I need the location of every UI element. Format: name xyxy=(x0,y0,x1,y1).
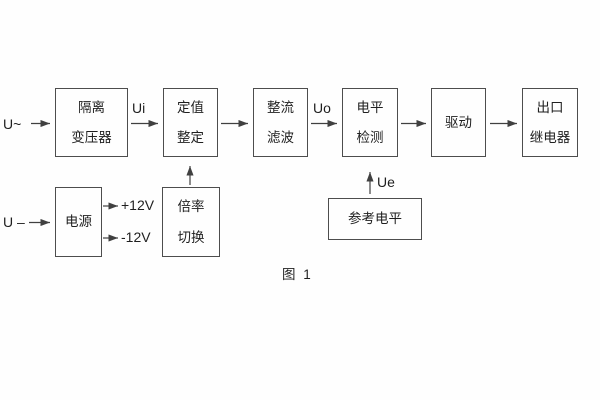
block-reference-level: 参考电平 xyxy=(328,198,422,240)
figure-caption: 图 1 xyxy=(282,267,313,282)
label-signal-ui: Ui xyxy=(132,100,146,116)
label-signal-ue: Ue xyxy=(377,174,395,190)
block-label: 电源 xyxy=(65,214,92,230)
block-rectifier-filter: 整流 滤波 xyxy=(253,88,308,157)
label-signal-uo: Uo xyxy=(313,100,331,116)
block-label: 继电器 xyxy=(529,130,571,145)
block-label: 出口 xyxy=(536,99,564,115)
block-label: 整定 xyxy=(177,130,204,145)
block-label: 隔离 xyxy=(78,99,105,115)
block-label: 检测 xyxy=(356,130,384,145)
block-ratio-switch: 倍率 切换 xyxy=(162,187,220,257)
block-label: 切换 xyxy=(177,229,205,245)
label-ac-input: U~ xyxy=(3,116,22,132)
label-minus-12v: -12V xyxy=(121,229,151,245)
label-dc-input: U – xyxy=(3,214,25,230)
label-plus-12v: +12V xyxy=(121,197,155,213)
block-output-relay: 出口 继电器 xyxy=(522,88,578,157)
block-isolation-transformer: 隔离 变压器 xyxy=(55,88,128,157)
block-drive: 驱动 xyxy=(431,88,486,157)
block-label: 倍率 xyxy=(177,199,205,214)
block-setting-adjust: 定值 整定 xyxy=(163,88,218,157)
block-label: 电平 xyxy=(356,99,384,115)
block-label: 参考电平 xyxy=(348,211,402,227)
block-power-supply: 电源 xyxy=(55,187,102,257)
block-label: 整流 xyxy=(267,99,294,115)
block-label: 滤波 xyxy=(267,130,294,145)
block-label: 驱动 xyxy=(445,114,472,130)
block-level-detect: 电平 检测 xyxy=(342,88,398,157)
block-label: 定值 xyxy=(177,99,204,115)
block-label: 变压器 xyxy=(71,130,112,145)
